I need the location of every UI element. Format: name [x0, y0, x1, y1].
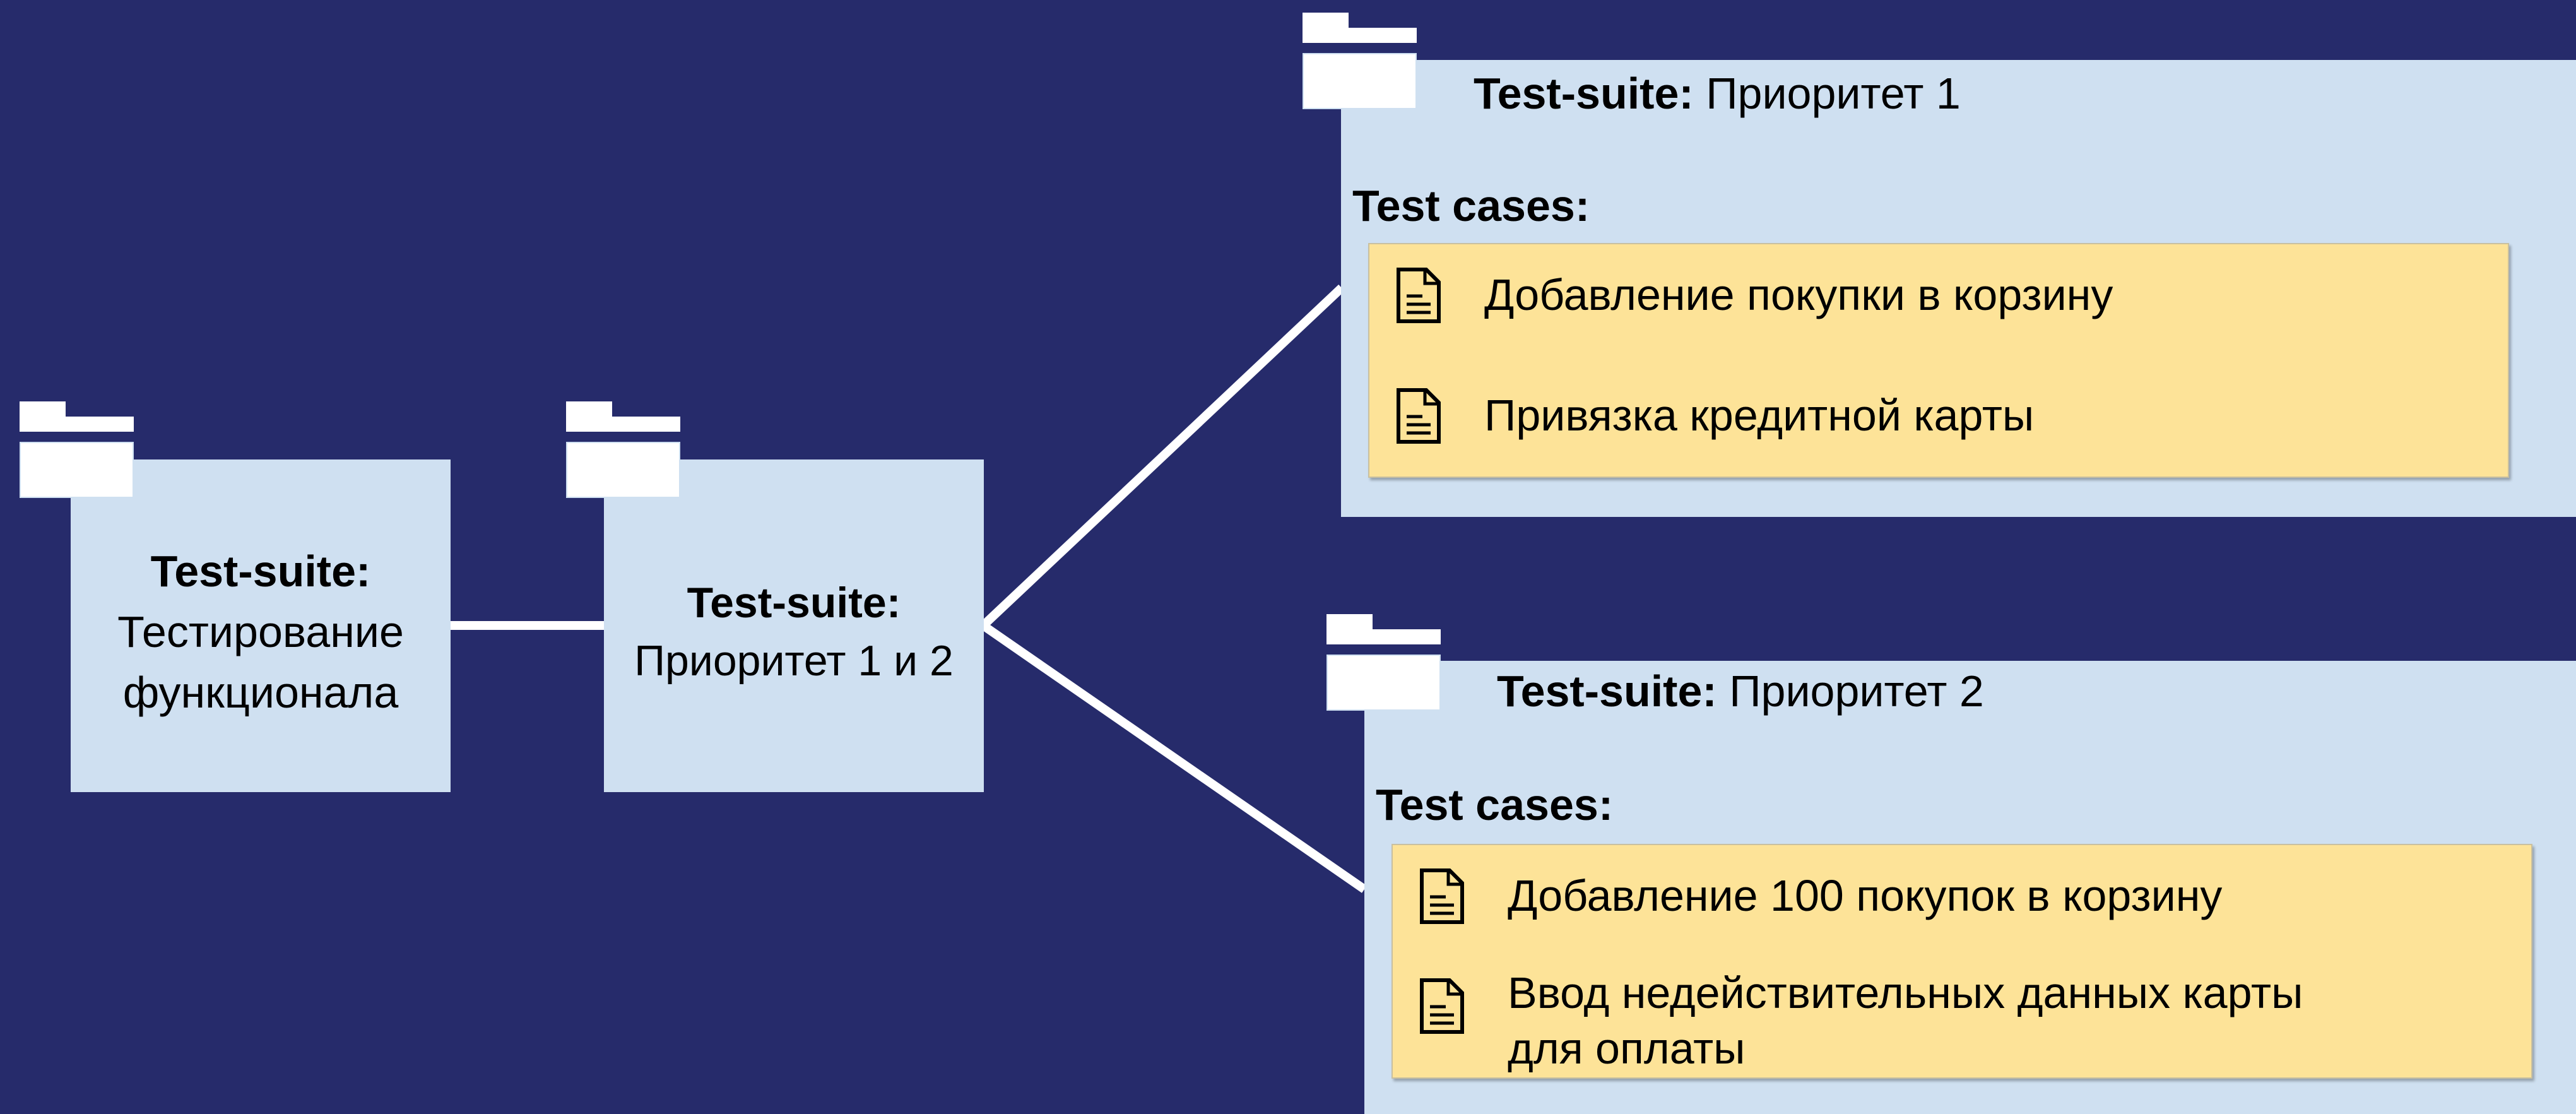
document-icon	[1420, 868, 1464, 924]
test-case-item[interactable]: Добавление покупки в корзину	[1396, 267, 2113, 324]
document-icon	[1397, 388, 1441, 444]
test-cases-list: Добавление 100 покупок в корзину Ввод не…	[1391, 844, 2532, 1079]
document-icon	[1397, 268, 1441, 323]
folder-icon	[1326, 614, 1441, 711]
connector-middle-to-priority2	[981, 622, 1367, 893]
folder-icon	[20, 401, 134, 498]
suite-heading: Test-suite: Приоритет 2	[1497, 661, 1984, 721]
document-icon	[1420, 978, 1464, 1034]
suite-name: Приоритет 1 и 2	[634, 636, 954, 685]
test-cases-label: Test cases:	[1376, 780, 1614, 829]
test-case-text: Добавление покупки в корзину	[1484, 270, 2113, 319]
test-case-text: Добавление 100 покупок в корзину	[1508, 871, 2223, 920]
suite-name: Приоритет 2	[1729, 667, 1984, 716]
test-case-text: Привязка кредитной карты	[1484, 391, 2035, 440]
suite-label: Test-suite:	[150, 546, 371, 596]
root-suite-box[interactable]: Test-suite: Тестирование функционала	[71, 459, 451, 792]
test-case-text-line1: Ввод недействительных данных карты	[1508, 968, 2303, 1017]
suite-label: Test-suite:	[1474, 69, 1694, 118]
test-case-item[interactable]: Добавление 100 покупок в корзину	[1419, 868, 2222, 925]
suite-label: Test-suite:	[687, 578, 901, 627]
suite-label: Test-suite:	[1497, 667, 1717, 716]
test-case-item[interactable]: Привязка кредитной карты	[1396, 388, 2034, 444]
middle-suite-box[interactable]: Test-suite: Приоритет 1 и 2	[604, 459, 984, 792]
test-case-item[interactable]: Ввод недействительных данных карты для о…	[1419, 965, 2303, 1076]
connector-middle-to-priority1	[980, 284, 1345, 629]
folder-icon	[566, 401, 680, 498]
test-case-text-block: Ввод недействительных данных карты для о…	[1508, 965, 2303, 1076]
priority2-suite-panel[interactable]: Test-suite: Приоритет 2 Test cases: Доба…	[1364, 661, 2576, 1114]
folder-icon	[1303, 13, 1417, 109]
priority1-suite-panel[interactable]: Test-suite: Приоритет 1 Test cases: Доба…	[1341, 60, 2576, 517]
test-cases-list: Добавление покупки в корзину Привязка кр…	[1368, 243, 2509, 478]
suite-name-line1: Тестирование	[117, 607, 404, 656]
test-case-text-line2: для оплаты	[1508, 1024, 1746, 1073]
suite-heading: Test-suite: Приоритет 1	[1474, 63, 1961, 124]
suite-name-line2: функционала	[122, 667, 399, 717]
suite-name: Приоритет 1	[1706, 69, 1961, 118]
test-cases-label: Test cases:	[1352, 181, 1590, 230]
